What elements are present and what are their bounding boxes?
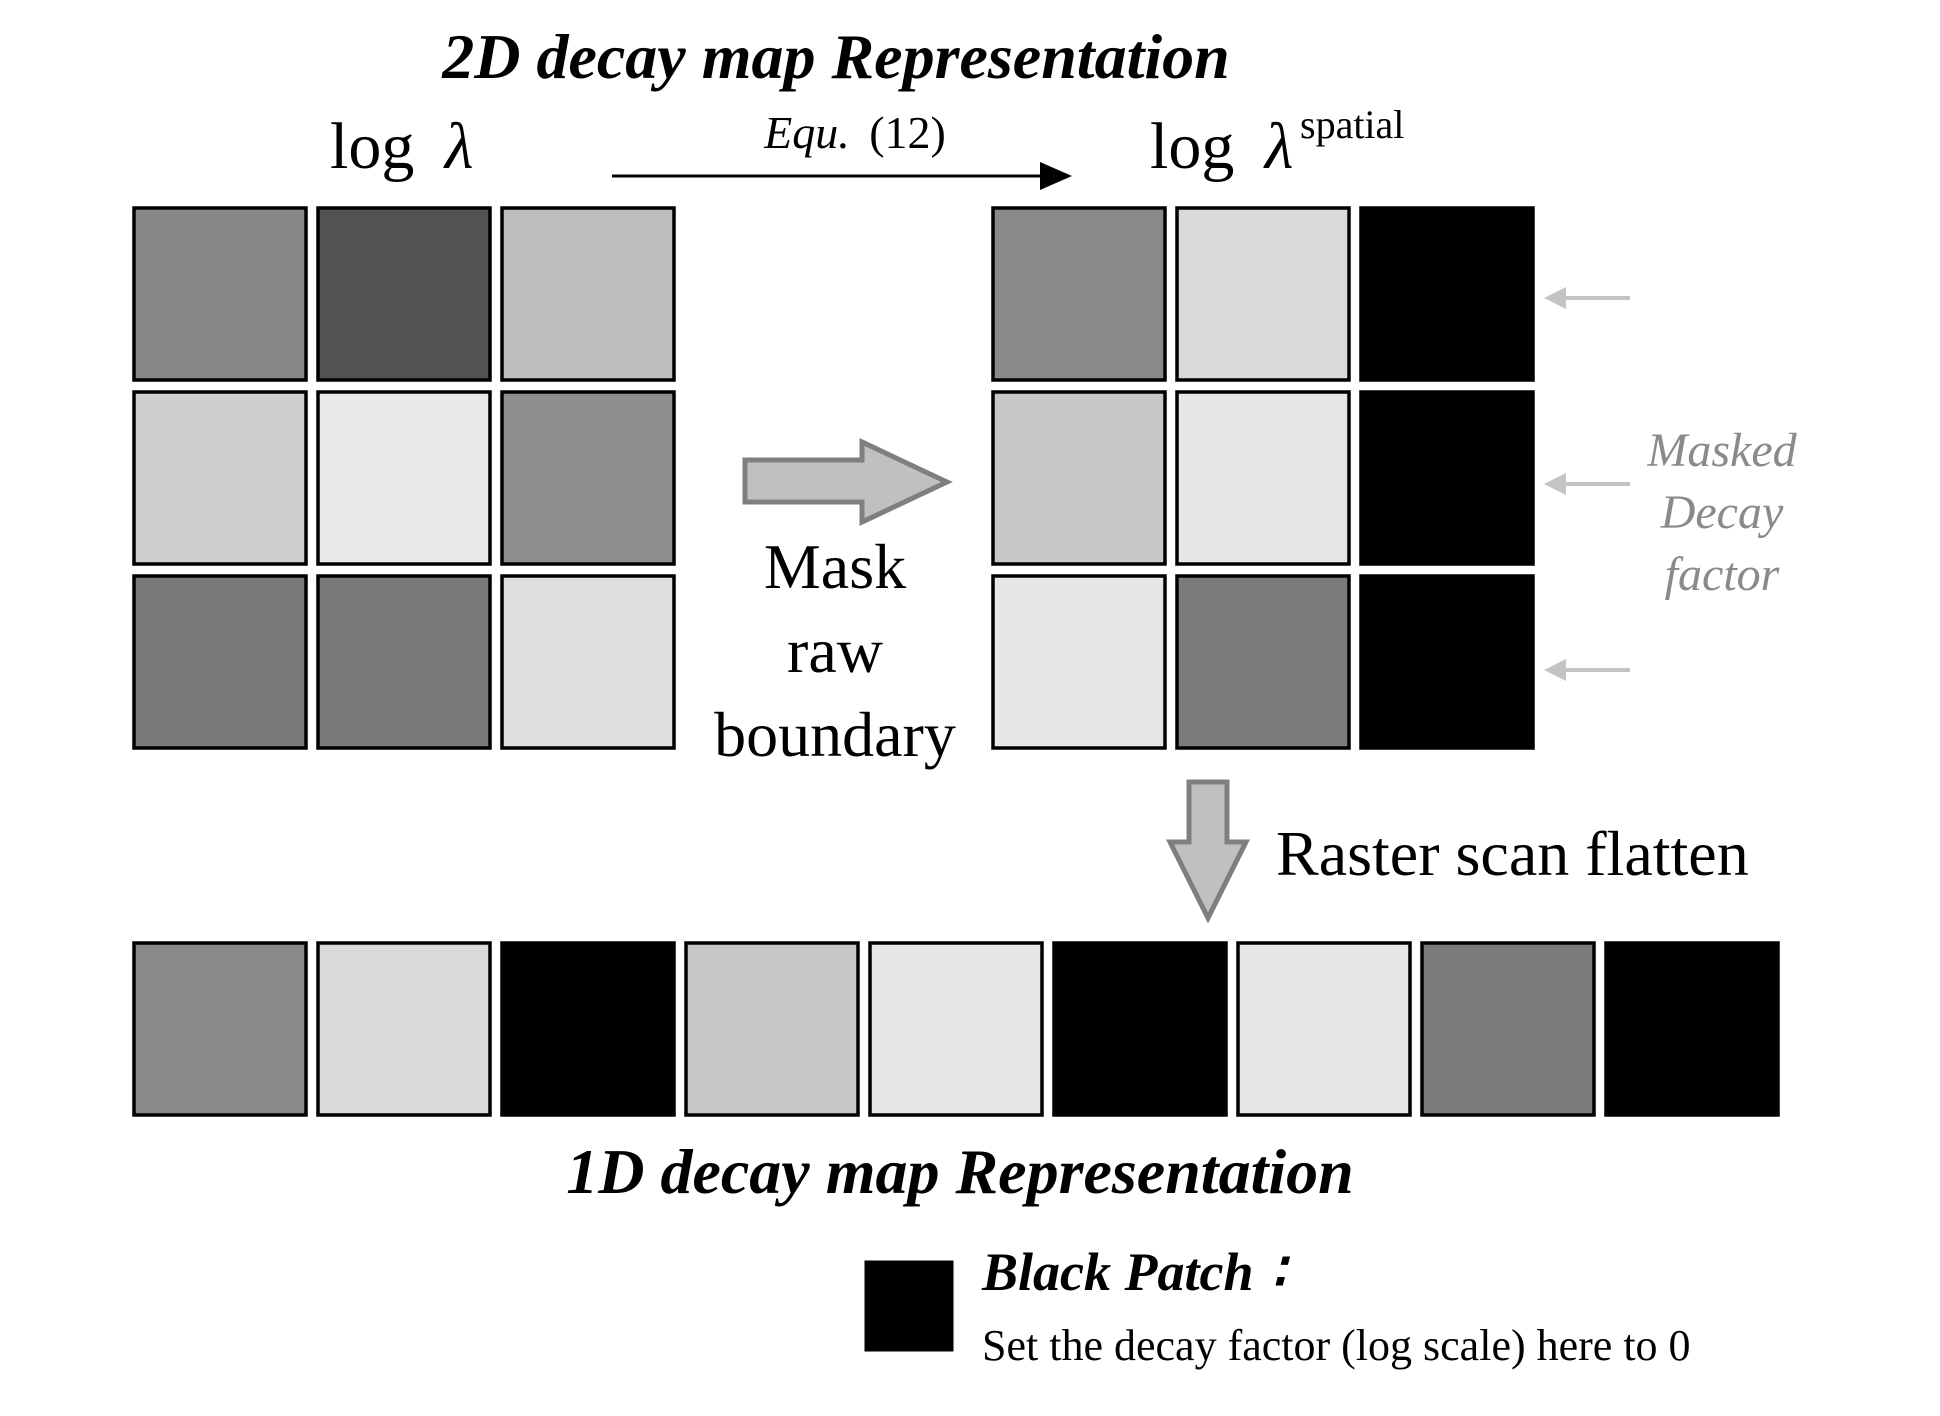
right-label-log: log [1150,110,1234,183]
right-grid-cell-r3c2 [1175,574,1351,750]
equation-arrow-head [1040,162,1072,190]
masked-arrow-head-3 [1544,659,1566,681]
equation-label-number: (12) [869,107,946,158]
masked-arrow-head-1 [1544,287,1566,309]
title-2d: 2D decay map Representation [441,21,1229,92]
right-decay-grid [991,206,1535,750]
sequence-cell-7 [1236,941,1412,1117]
right-grid-cell-r3c1 [991,574,1167,750]
legend-swatch [864,1260,954,1352]
left-grid-cell-r3c2 [316,574,492,750]
sequence-cell-4 [684,941,860,1117]
legend-title-colon: ∶ [1271,1242,1291,1302]
right-grid-cell-r2c1 [991,390,1167,566]
flatten-step-label: Raster scan flatten [1276,818,1749,889]
right-grid-cell-r3c3 [1359,574,1535,750]
legend-title: Black Patch ∶ [981,1242,1291,1302]
left-grid-cell-r3c3 [500,574,676,750]
equation-label-italic: Equ. [763,107,850,158]
left-grid-cell-r1c3 [500,206,676,382]
sequence-cell-9 [1604,941,1780,1117]
right-grid-cell-r1c2 [1175,206,1351,382]
left-label-lambda: λ [443,110,474,183]
right-grid-cell-r1c1 [991,206,1167,382]
sequence-cell-5 [868,941,1044,1117]
right-grid-cell-r2c3 [1359,390,1535,566]
legend-description: Set the decay factor (log scale) here to… [982,1321,1691,1370]
masked-arrows [1544,287,1630,681]
mask-step-label-line3: boundary [714,699,956,770]
sequence-cell-1 [132,941,308,1117]
left-grid-cell-r1c2 [316,206,492,382]
mask-block-arrow [742,438,953,526]
right-grid-cell-r2c2 [1175,390,1351,566]
left-grid-cell-r2c1 [132,390,308,566]
right-label-superscript: spatial [1300,102,1404,147]
sequence-cell-6 [1052,941,1228,1117]
equation-label: Equ. (12) [763,107,946,158]
right-label-lambda: λ [1263,110,1294,183]
flatten-block-arrow [1165,779,1251,924]
mask-step-label-line1: Mask [764,531,906,602]
left-grid-cell-r3c1 [132,574,308,750]
flattened-sequence [132,941,1780,1117]
sequence-cell-2 [316,941,492,1117]
right-grid-cell-r1c3 [1359,206,1535,382]
legend-title-text: Black Patch [981,1242,1253,1302]
left-decay-grid [132,206,676,750]
mask-step-label-line2: raw [787,615,883,686]
left-label-log: log [330,110,414,183]
masked-label-line1: Masked [1646,424,1797,477]
sequence-cell-8 [1420,941,1596,1117]
title-1d: 1D decay map Representation [566,1136,1353,1207]
left-grid-label: log λ [330,110,473,183]
masked-label-line2: Decay [1660,486,1784,539]
sequence-cell-3 [500,941,676,1117]
masked-label-line3: factor [1665,548,1780,601]
left-grid-cell-r2c3 [500,390,676,566]
masked-arrow-head-2 [1544,473,1566,495]
left-grid-cell-r2c2 [316,390,492,566]
right-grid-label: log λ [1150,110,1293,183]
left-grid-cell-r1c1 [132,206,308,382]
